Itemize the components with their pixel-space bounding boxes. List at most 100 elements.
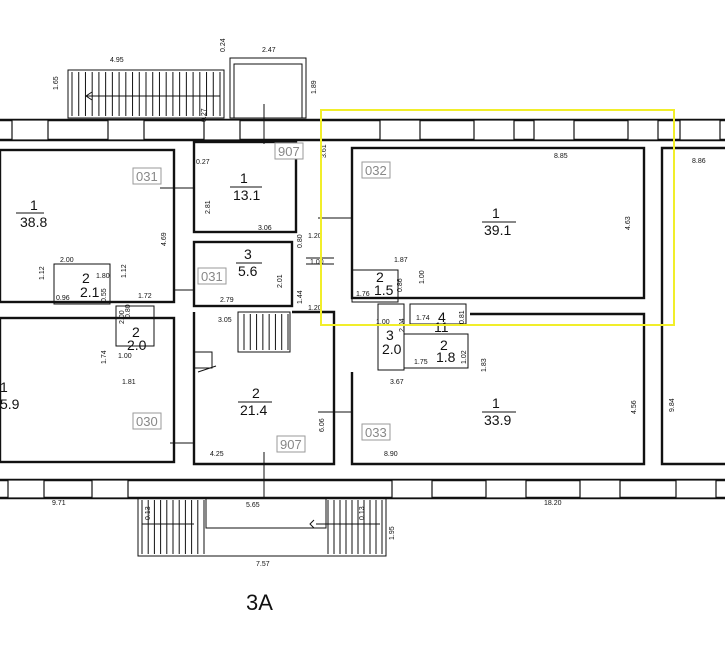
dimension-label: 0.80 [125, 304, 132, 318]
room-area: 1.8 [436, 349, 456, 365]
dimension-label: 8.86 [692, 158, 706, 165]
dimension-label: 8.85 [554, 153, 568, 160]
dimension-label: 0.80 [297, 234, 304, 248]
dimension-label: 1.65 [53, 76, 60, 90]
room-area: 11 [434, 319, 449, 335]
room-area: 21.4 [240, 402, 267, 418]
dimension-label: 0.55 [101, 288, 108, 302]
unit-tag: 031 [201, 269, 223, 284]
windows [7, 119, 721, 499]
dimension-label: 2.00 [60, 257, 74, 264]
dimension-label: 1.75 [414, 359, 428, 366]
room-area: 39.1 [484, 222, 511, 238]
dimension-label: 1.83 [481, 358, 488, 372]
room-number: 2 [440, 337, 448, 353]
dimension-label: 0.27 [201, 108, 208, 122]
dimension-label: 1.20 [308, 305, 322, 312]
dimension-label: 1.02 [461, 350, 468, 364]
dimension-label: 1.00 [376, 319, 390, 326]
dimension-label: 0.81 [459, 310, 466, 324]
room-number: 1 [0, 379, 8, 395]
room-number: 3 [244, 246, 252, 262]
room-area: 5.6 [238, 263, 258, 279]
dimension-label: 4.25 [210, 451, 224, 458]
unit-tags: 031 907 031 032 030 907 033 [132, 142, 391, 453]
unit-tag: 030 [136, 414, 158, 429]
dimension-label: 1.76 [356, 291, 370, 298]
room-number: 2 [82, 270, 90, 286]
room-area: 33.9 [484, 412, 511, 428]
dimension-label: 2.79 [220, 297, 234, 304]
dimension-label: 4.63 [625, 216, 632, 230]
dimension-label: 2.81 [205, 200, 212, 214]
dimension-label: 4.69 [161, 232, 168, 246]
room-number: 2 [252, 385, 260, 401]
room-number: 3 [386, 327, 394, 343]
room-number: 1 [30, 197, 38, 213]
dimension-label: 2.00 [119, 310, 126, 324]
dimension-label: 1.12 [39, 266, 46, 280]
room-number: 4 [438, 309, 446, 325]
dimension-label: 1.87 [394, 257, 408, 264]
dimension-label: 4.95 [110, 57, 124, 64]
room-area: 1.5 [374, 282, 394, 298]
room-number: 1 [240, 170, 248, 186]
room-walls [0, 140, 725, 466]
dimension-label: 1.44 [297, 290, 304, 304]
dimension-label: 1.12 [121, 264, 128, 278]
bottom-stair [137, 497, 387, 557]
dimension-label: 1.74 [416, 315, 430, 322]
dimension-label: 1.00 [419, 270, 426, 284]
dimension-label: 0.13 [359, 506, 366, 520]
dimension-label: 2.01 [277, 274, 284, 288]
room-number: 2 [376, 269, 384, 285]
dimension-label: 7.57 [256, 561, 270, 568]
dimension-label: 1.20 [308, 233, 322, 240]
dimension-label: 1.00 [310, 259, 324, 266]
dimension-label: 6.06 [319, 418, 326, 432]
dimension-label: 1.72 [138, 293, 152, 300]
room-area: 2.0 [382, 341, 402, 357]
room-number: 1 [492, 395, 500, 411]
dimension-label: 3.67 [390, 379, 404, 386]
dimension-label: 2.47 [262, 47, 276, 54]
dimension-label: 8.90 [384, 451, 398, 458]
dimension-label: 18.20 [544, 500, 562, 507]
inner-stair [194, 311, 291, 373]
dimension-label: 4.56 [631, 400, 638, 414]
dimension-label: 1.74 [101, 350, 108, 364]
dimension-label: 3.61 [321, 144, 328, 158]
room-labels: 1 38.8 1 13.1 3 5.6 2 2.1 2 2.0 1 5.9 2 … [0, 170, 516, 428]
unit-tag: 907 [280, 437, 302, 452]
dimension-label: 9.71 [52, 500, 66, 507]
dimension-label: 1.00 [118, 353, 132, 360]
dimension-label: 3.05 [218, 317, 232, 324]
room-number: 1 [492, 205, 500, 221]
top-vestibule [229, 57, 307, 119]
room-area: 5.9 [0, 396, 20, 412]
dimension-label: 1.95 [389, 526, 396, 540]
dimension-label: 1.89 [311, 80, 318, 94]
unit-tag: 031 [136, 169, 158, 184]
room-number: 2 [132, 324, 140, 340]
dimension-label: 3.06 [258, 225, 272, 232]
dimension-label: 9.84 [669, 398, 676, 412]
room-area: 2.0 [127, 337, 147, 353]
unit-tag: 033 [365, 425, 387, 440]
dimension-label: 0.24 [220, 38, 227, 52]
dimension-label: 0.96 [56, 295, 70, 302]
dimension-label: 0.86 [397, 278, 404, 292]
dimension-label: 0.27 [196, 159, 210, 166]
dimension-label: 0.13 [145, 506, 152, 520]
highlight-rectangle [320, 109, 675, 326]
dimension-label: 5.65 [246, 502, 260, 509]
door-ticks [0, 104, 352, 498]
top-stair [67, 69, 225, 119]
unit-tag: 907 [278, 144, 300, 159]
plan-title: 3А [246, 590, 273, 615]
dimension-label: 1.80 [96, 273, 110, 280]
room-area: 13.1 [233, 187, 260, 203]
room-area: 38.8 [20, 214, 47, 230]
unit-tag: 032 [365, 163, 387, 178]
